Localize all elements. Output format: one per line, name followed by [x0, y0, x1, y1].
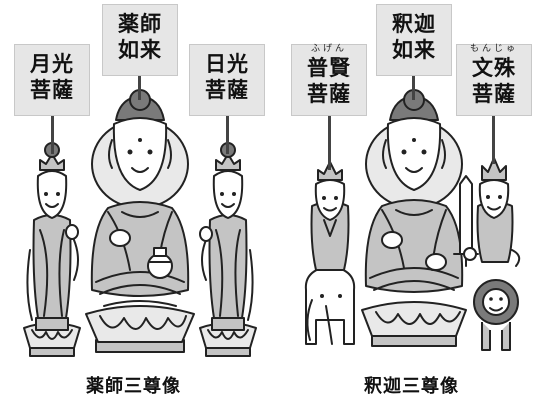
sign-pole: [226, 114, 229, 154]
sign-monju-bosatsu: もんじゅ 文殊 菩薩: [456, 44, 532, 116]
sign-ruby: ふげん: [310, 44, 347, 54]
sign-line-2: 菩薩: [205, 78, 249, 102]
sign-ruby: もんじゅ: [469, 44, 518, 54]
yakushi-nyorai-figure: [85, 89, 195, 353]
sign-shaka-nyorai: 釈迦 如来: [376, 4, 452, 76]
sign-gakko-bosatsu: 月光 菩薩: [14, 44, 90, 116]
medicine-jar-icon: [147, 247, 173, 279]
sign-nikko-bosatsu: 日光 菩薩: [189, 44, 265, 116]
sign-line-1: 釈迦: [392, 12, 436, 36]
lion-icon: [473, 279, 519, 351]
sign-yakushi-nyorai: 薬師 如来: [102, 4, 178, 76]
elephant-icon: [304, 265, 356, 345]
sword-icon: [453, 175, 479, 267]
sign-pole: [138, 74, 141, 100]
sign-line-1: 薬師: [118, 12, 162, 36]
caption-yakushi-triad: 薬師三尊像: [86, 376, 181, 397]
sign-pole: [328, 114, 331, 170]
sign-pole: [492, 114, 495, 164]
caption-shaka-triad: 釈迦三尊像: [364, 376, 459, 397]
gakko-bosatsu-figure: [23, 142, 81, 357]
shaka-nyorai-figure: [361, 89, 467, 347]
sign-pole: [51, 114, 54, 154]
sign-line-2: 菩薩: [307, 82, 351, 106]
sign-line-2: 如来: [392, 38, 436, 62]
monju-bosatsu-figure: [453, 157, 521, 351]
sign-line-2: 菩薩: [30, 78, 74, 102]
lotus-pedestal-icon: [85, 300, 195, 353]
sign-line-2: 如来: [118, 38, 162, 62]
sign-line-1: 普賢: [307, 56, 351, 80]
nikko-bosatsu-figure: [199, 142, 257, 357]
sign-pole: [412, 74, 415, 100]
sign-line-1: 文殊: [472, 56, 516, 80]
sign-line-2: 菩薩: [472, 82, 516, 106]
sign-fugen-bosatsu: ふげん 普賢 菩薩: [291, 44, 367, 116]
sign-line-1: 月光: [30, 52, 74, 76]
sign-line-1: 日光: [205, 52, 249, 76]
lotus-pedestal-icon: [361, 301, 467, 347]
fugen-bosatsu-figure: [304, 161, 356, 345]
